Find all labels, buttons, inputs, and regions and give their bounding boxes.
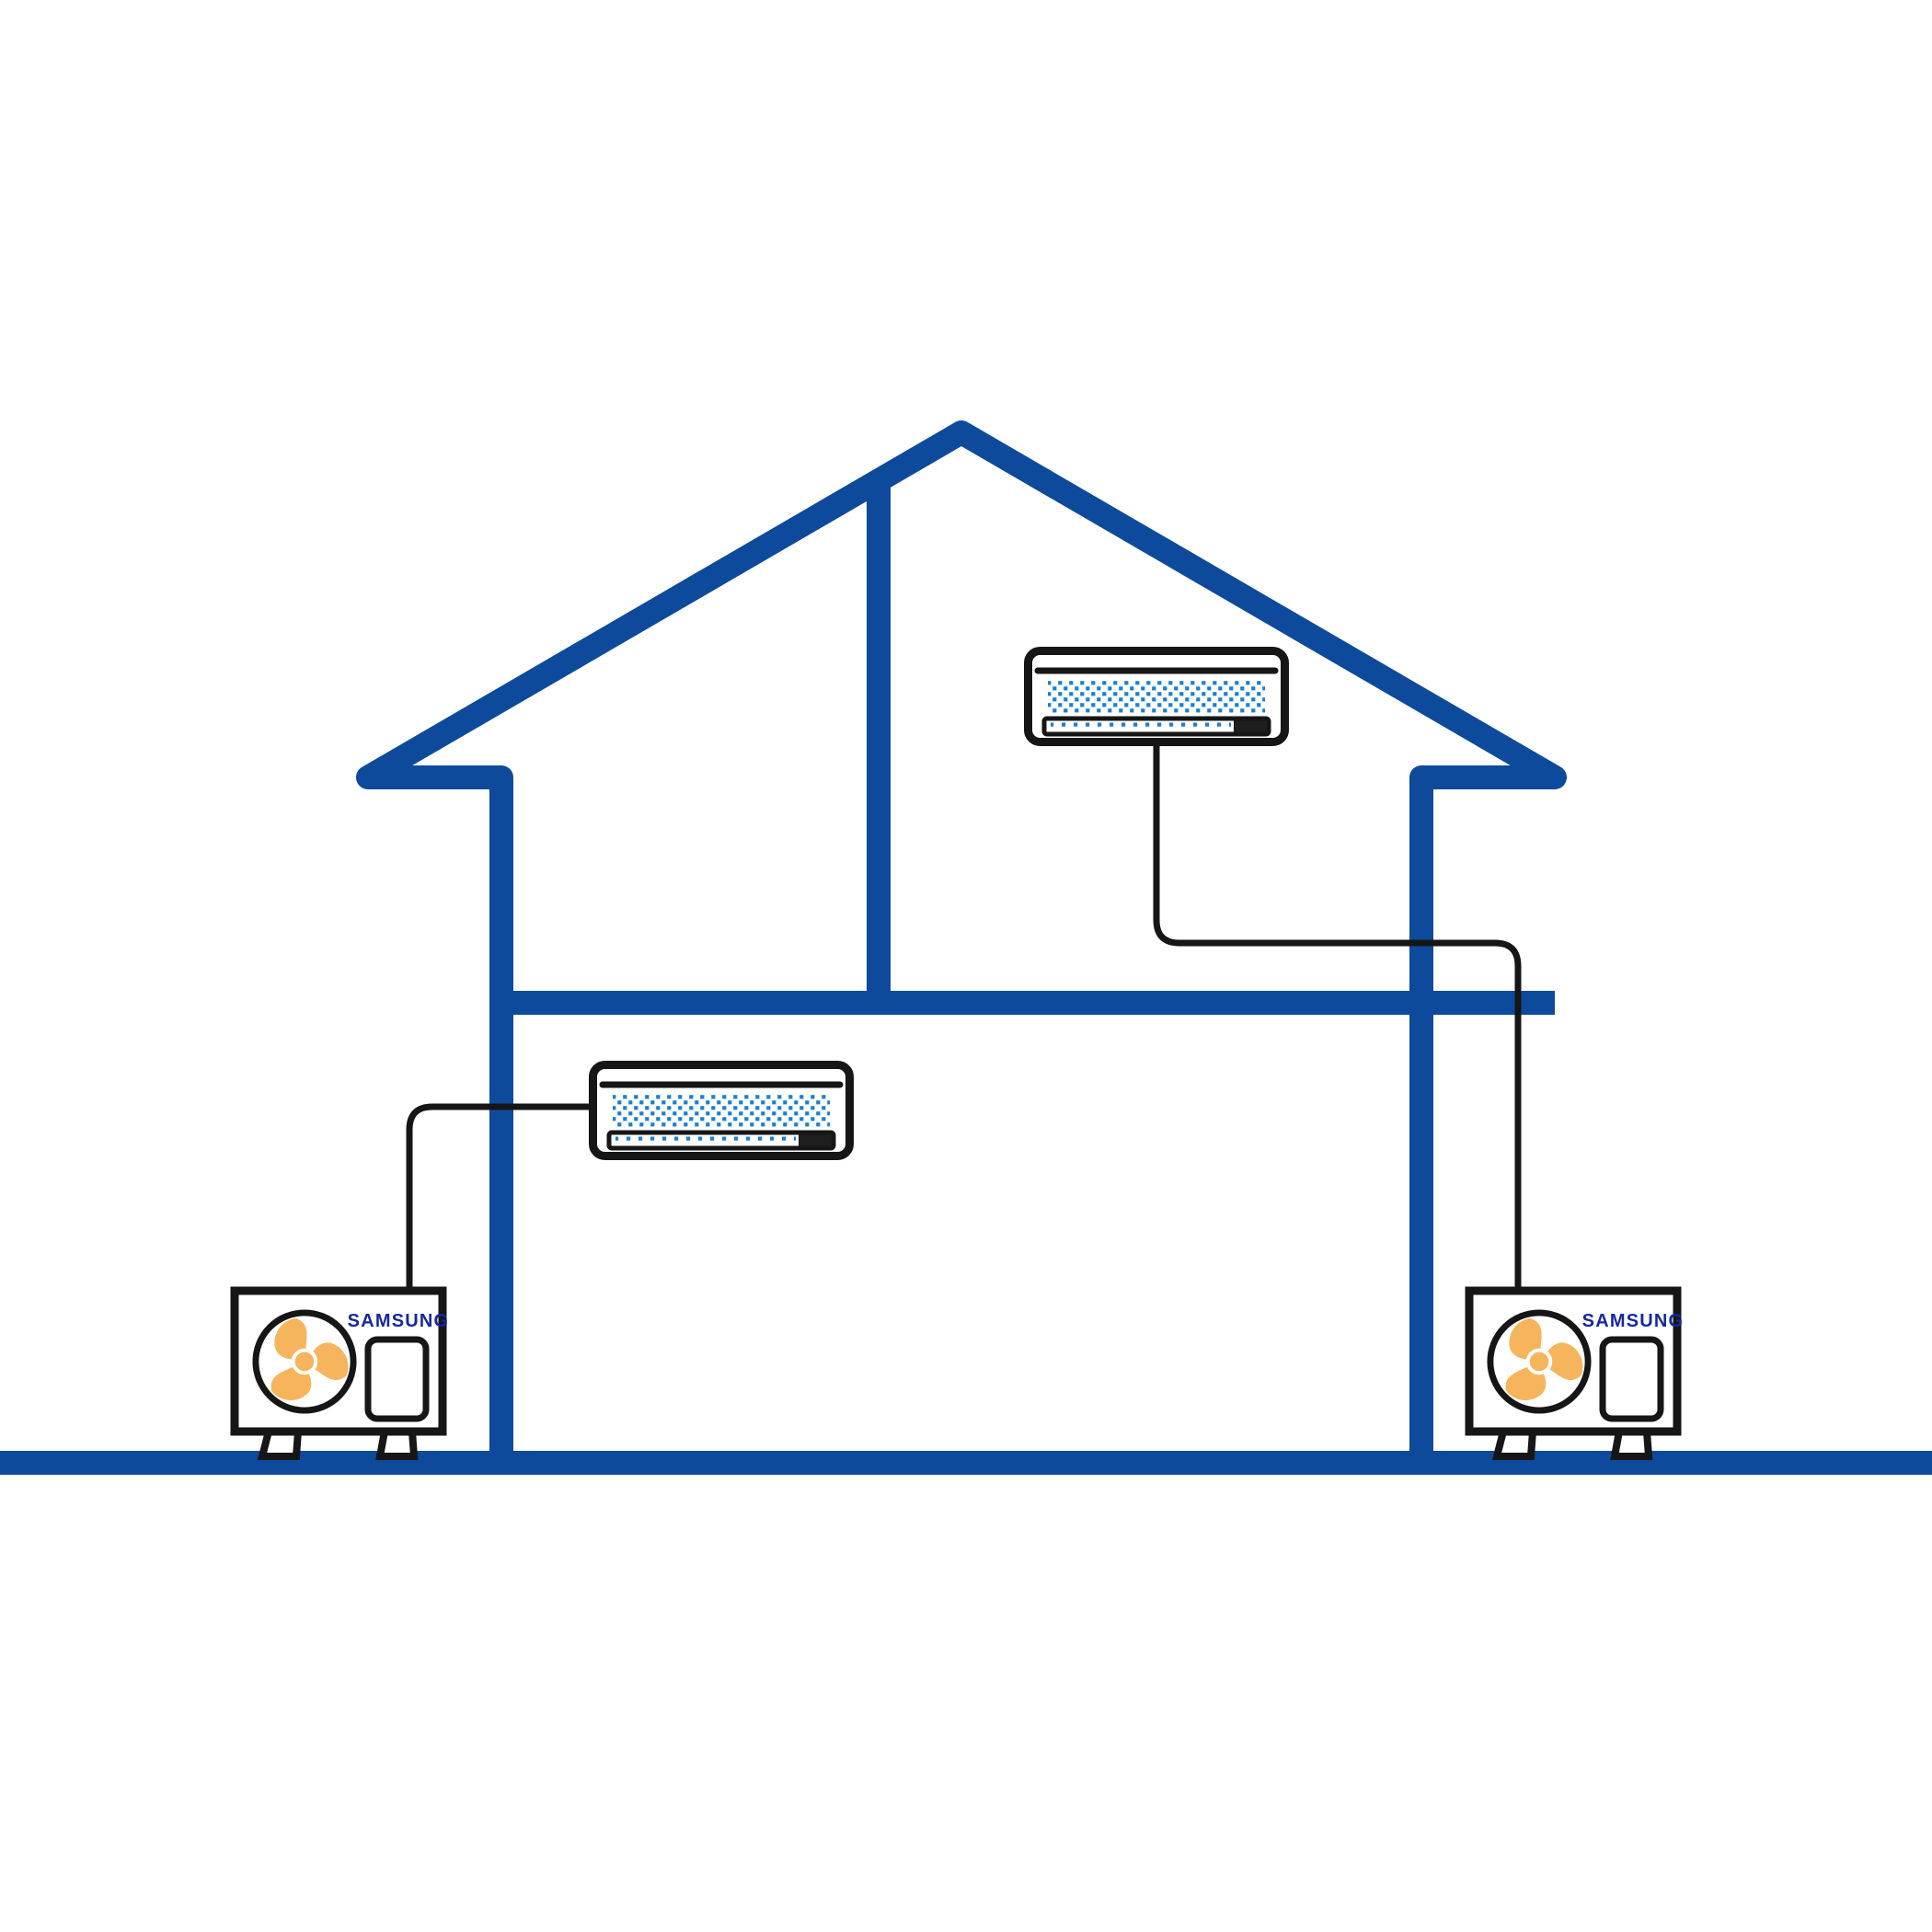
side-vent-panel [1599,1336,1664,1422]
pipe-icon [1153,741,1522,1294]
refrigerant-pipe-downstairs [406,1103,594,1294]
grille-icon [593,1065,850,1156]
house-outline-icon [356,420,1567,1475]
brand-label: SAMSUNG [348,1311,450,1331]
brand-label: SAMSUNG [1582,1311,1685,1331]
indoor-unit-upstairs[interactable] [1029,651,1285,742]
fan-icon [256,1313,358,1410]
fan-icon [1490,1313,1593,1410]
outdoor-unit-right[interactable]: SAMSUNG [1465,1286,1685,1460]
side-vent-panel [364,1336,430,1422]
refrigerant-pipe-upstairs [1153,741,1522,1294]
outdoor-unit-left[interactable]: SAMSUNG [230,1286,450,1460]
indoor-unit-downstairs[interactable] [593,1065,850,1156]
grille-icon [1029,651,1285,742]
house-shell-path [356,420,1567,1475]
pipe-icon [406,1103,594,1294]
